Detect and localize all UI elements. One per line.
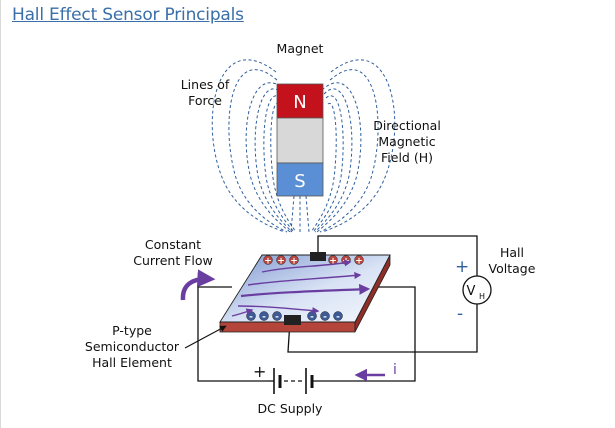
hall-voltage-plus: + bbox=[455, 257, 469, 277]
dc-supply-battery bbox=[268, 368, 314, 394]
field-label-line1: Directional bbox=[373, 118, 441, 133]
negative-charge: - bbox=[272, 311, 282, 323]
field-lines bbox=[211, 59, 396, 233]
constant-current-line2: Current Flow bbox=[133, 253, 212, 268]
north-pole bbox=[276, 83, 324, 119]
field-label-line3: Field (H) bbox=[381, 150, 433, 165]
hall-wire-top bbox=[317, 235, 478, 276]
svg-text:+: + bbox=[277, 257, 285, 267]
svg-text:-: - bbox=[275, 313, 279, 323]
top-contact bbox=[310, 252, 326, 261]
voltmeter-symbol: V bbox=[467, 284, 476, 299]
magnet-label: Magnet bbox=[277, 41, 324, 56]
hall-voltage-line2: Voltage bbox=[489, 261, 536, 276]
svg-text:-: - bbox=[336, 313, 340, 323]
hall-voltage-minus: - bbox=[457, 304, 463, 324]
positive-charge: + bbox=[328, 255, 338, 267]
positive-charge: + bbox=[276, 255, 286, 267]
current-symbol: i bbox=[393, 362, 397, 378]
south-pole-label: S bbox=[294, 171, 305, 192]
hall-voltage-line1: Hall bbox=[500, 245, 524, 260]
north-pole-label: N bbox=[293, 92, 306, 113]
hall-element-pointer bbox=[184, 325, 227, 349]
bottom-contact bbox=[284, 315, 301, 325]
svg-text:+: + bbox=[329, 257, 337, 267]
current-flow-arrows bbox=[231, 259, 371, 317]
negative-charge: - bbox=[259, 311, 269, 323]
positive-charge: + bbox=[289, 255, 299, 267]
negative-charge: - bbox=[320, 311, 330, 323]
hall-wire-bottom bbox=[287, 304, 478, 353]
positive-charge: + bbox=[263, 255, 273, 267]
voltmeter: V H bbox=[462, 275, 492, 305]
svg-text:+: + bbox=[355, 257, 363, 267]
negative-charges: - - - - - - bbox=[246, 311, 343, 323]
negative-charge: - bbox=[333, 311, 343, 323]
lines-of-force-line2: Force bbox=[188, 93, 222, 108]
svg-text:-: - bbox=[323, 313, 327, 323]
svg-text:-: - bbox=[249, 313, 253, 323]
hall-element-line1: P-type bbox=[112, 323, 152, 338]
hall-element-line2: Semiconductor bbox=[85, 339, 180, 354]
positive-charge: + bbox=[354, 255, 364, 267]
magnet: N S bbox=[276, 83, 324, 197]
svg-text:-: - bbox=[310, 313, 314, 323]
voltmeter-subscript: H bbox=[479, 292, 485, 301]
constant-current-line1: Constant bbox=[145, 237, 201, 252]
magnet-middle bbox=[276, 117, 324, 164]
field-label-line2: Magnetic bbox=[378, 134, 435, 149]
hall-element-line3: Hall Element bbox=[92, 355, 172, 370]
south-pole bbox=[276, 162, 324, 197]
page-title[interactable]: Hall Effect Sensor Principals bbox=[12, 5, 244, 25]
lines-of-force-line1: Lines of bbox=[181, 77, 230, 92]
svg-text:+: + bbox=[342, 257, 350, 267]
positive-charges: + + + + + + bbox=[263, 255, 364, 267]
supply-plus-sign: + bbox=[253, 362, 266, 381]
dc-supply-label: DC Supply bbox=[258, 401, 324, 416]
positive-charge: + bbox=[341, 255, 351, 267]
svg-text:+: + bbox=[264, 257, 272, 267]
svg-text:+: + bbox=[290, 257, 298, 267]
svg-text:-: - bbox=[262, 313, 266, 323]
constant-current-arrow bbox=[180, 269, 216, 301]
